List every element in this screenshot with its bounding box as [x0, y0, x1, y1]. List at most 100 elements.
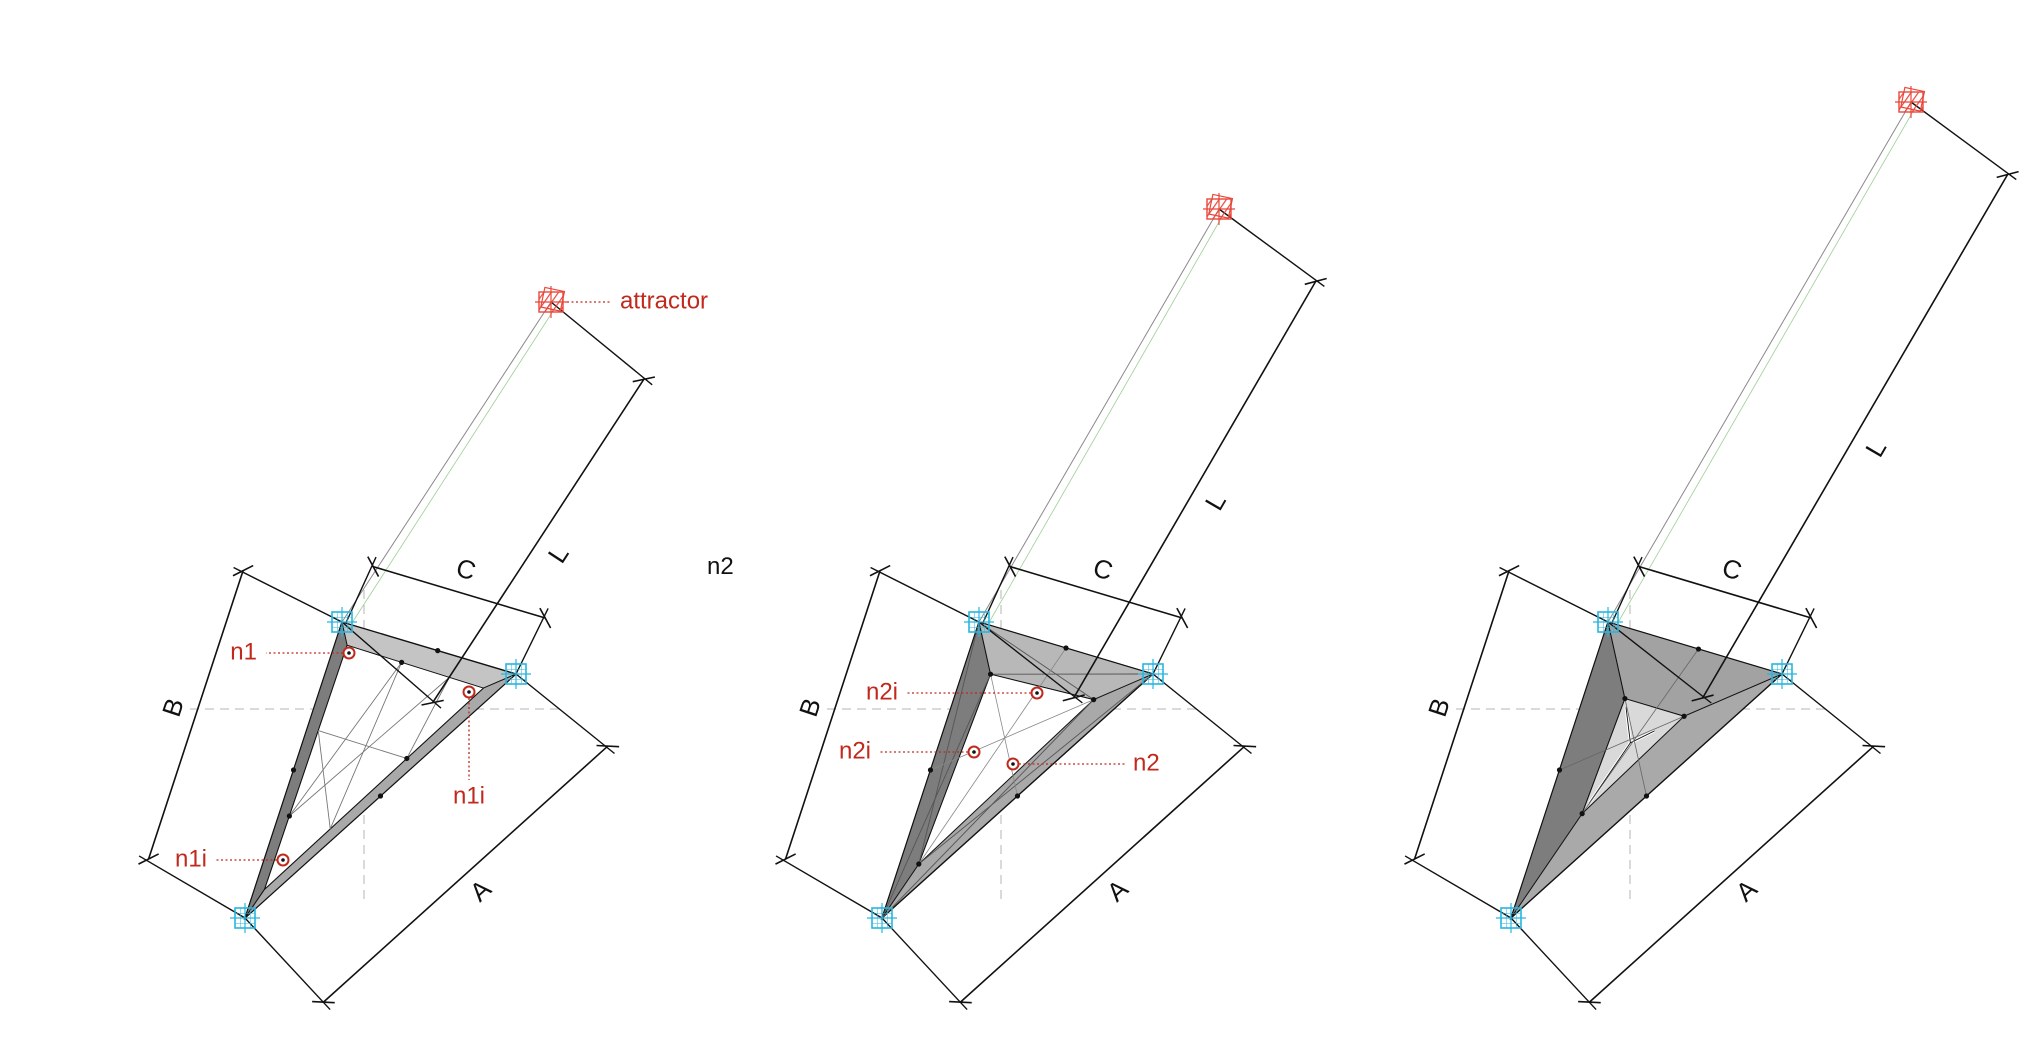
- support-icon: [1767, 659, 1797, 689]
- dimension-line: [1009, 565, 1183, 619]
- mesh-node: [1556, 767, 1563, 773]
- mesh-line: [990, 674, 1018, 797]
- mesh-node: [1681, 713, 1687, 719]
- mesh-node: [1579, 811, 1585, 817]
- mesh-node: [399, 659, 405, 665]
- node-label-n2: n2: [1133, 749, 1160, 776]
- support-icon: [867, 903, 897, 933]
- node-marker-center: [347, 651, 351, 655]
- dimension-label-l: L: [542, 540, 575, 569]
- dimension-line: [372, 565, 546, 619]
- node-marker-center: [1035, 691, 1039, 695]
- support-icon: [1496, 903, 1526, 933]
- dimension-tick: [1805, 607, 1818, 629]
- extension-line: [515, 673, 615, 755]
- slit-line: [1589, 742, 1631, 804]
- dimension-tick: [367, 556, 380, 577]
- extension-line: [233, 566, 343, 623]
- attractor-icon: [1203, 193, 1235, 225]
- extension-line: [1152, 608, 1186, 675]
- support-icon: [501, 659, 531, 689]
- mesh-node: [1695, 646, 1702, 652]
- attractor-line-secondary: [349, 307, 556, 627]
- dimension-tick: [775, 853, 797, 865]
- dimension-label-a: A: [464, 873, 497, 907]
- dimension-label-c: C: [453, 552, 480, 586]
- dimension-label-b: B: [793, 694, 827, 720]
- dimension-line: [1588, 745, 1875, 1003]
- node-marker-center: [1011, 762, 1015, 766]
- mesh-node: [1014, 793, 1021, 799]
- mesh-line: [1581, 648, 1699, 814]
- dimension-label-c: C: [1719, 552, 1746, 586]
- extension-line: [978, 621, 1083, 704]
- node-label-n1i: n1i: [453, 782, 485, 809]
- extension-line: [1510, 917, 1597, 1011]
- extension-line: [550, 301, 653, 386]
- node-label-n2i: n2i: [839, 737, 871, 764]
- node-label-n1: n1: [230, 638, 257, 665]
- dimension-label-l: L: [1859, 434, 1892, 462]
- dimension-tick: [232, 564, 254, 577]
- dimension-label-a: A: [1730, 873, 1763, 907]
- dimension-label-l: L: [1199, 488, 1232, 516]
- dimension-label-b: B: [156, 694, 190, 720]
- dimension-line: [147, 570, 244, 860]
- dimension-label-c: C: [1090, 552, 1117, 586]
- facet-line: [881, 699, 1094, 919]
- extension-line: [1152, 673, 1252, 755]
- mesh-node: [1063, 645, 1069, 651]
- slit-line: [1625, 707, 1631, 743]
- dimension-line: [1638, 565, 1812, 619]
- mesh-node: [1622, 695, 1628, 702]
- attractor-label: attractor: [620, 287, 708, 314]
- extension-line: [244, 917, 331, 1011]
- dimension-tick: [1304, 277, 1327, 286]
- attractor-icon: [1895, 86, 1927, 118]
- dimension-tick: [1176, 607, 1189, 629]
- mesh-line: [930, 699, 1094, 771]
- node-marker-center: [972, 750, 976, 754]
- extension-line: [1607, 621, 1712, 704]
- mesh-line: [406, 677, 450, 759]
- mesh-node: [377, 793, 384, 799]
- dimension-line: [322, 745, 609, 1003]
- extension-line: [775, 855, 883, 919]
- panel-3: C B A L: [1404, 86, 2019, 1011]
- attractor-line: [341, 301, 552, 623]
- node-marker-center: [467, 690, 471, 694]
- node-label-n2i: n2i: [866, 678, 898, 705]
- node-label-n1i: n1i: [175, 845, 207, 872]
- extension-line: [1404, 855, 1512, 919]
- mesh-line: [1559, 715, 1685, 771]
- dimension-line: [784, 570, 881, 860]
- dimension-tick: [949, 1000, 972, 1004]
- dimension-tick: [1633, 556, 1646, 577]
- extension-line: [870, 566, 980, 623]
- mesh-line: [1624, 698, 1647, 797]
- support-icon: [1138, 659, 1168, 689]
- facet-line: [881, 674, 991, 919]
- mesh-line: [918, 647, 1067, 865]
- attractor-line: [1607, 101, 1912, 623]
- dimension-tick: [312, 1000, 335, 1004]
- dimension-label-b: B: [1422, 694, 1456, 720]
- dimension-tick: [596, 744, 620, 748]
- panel-opening: [264, 644, 485, 890]
- dimension-tick: [421, 699, 444, 706]
- dimension-line: [959, 745, 1246, 1003]
- mesh-node: [1643, 793, 1650, 799]
- mesh-node: [1091, 697, 1097, 703]
- support-icon: [230, 903, 260, 933]
- extension-line: [515, 608, 549, 675]
- mesh-line: [317, 730, 331, 829]
- extension-line: [138, 855, 246, 919]
- mesh-node: [927, 767, 934, 773]
- mesh-node: [290, 767, 297, 773]
- panel-opening: [918, 673, 1095, 865]
- mesh-node: [987, 671, 994, 677]
- support-icon: [327, 607, 357, 637]
- extension-line: [1499, 566, 1609, 623]
